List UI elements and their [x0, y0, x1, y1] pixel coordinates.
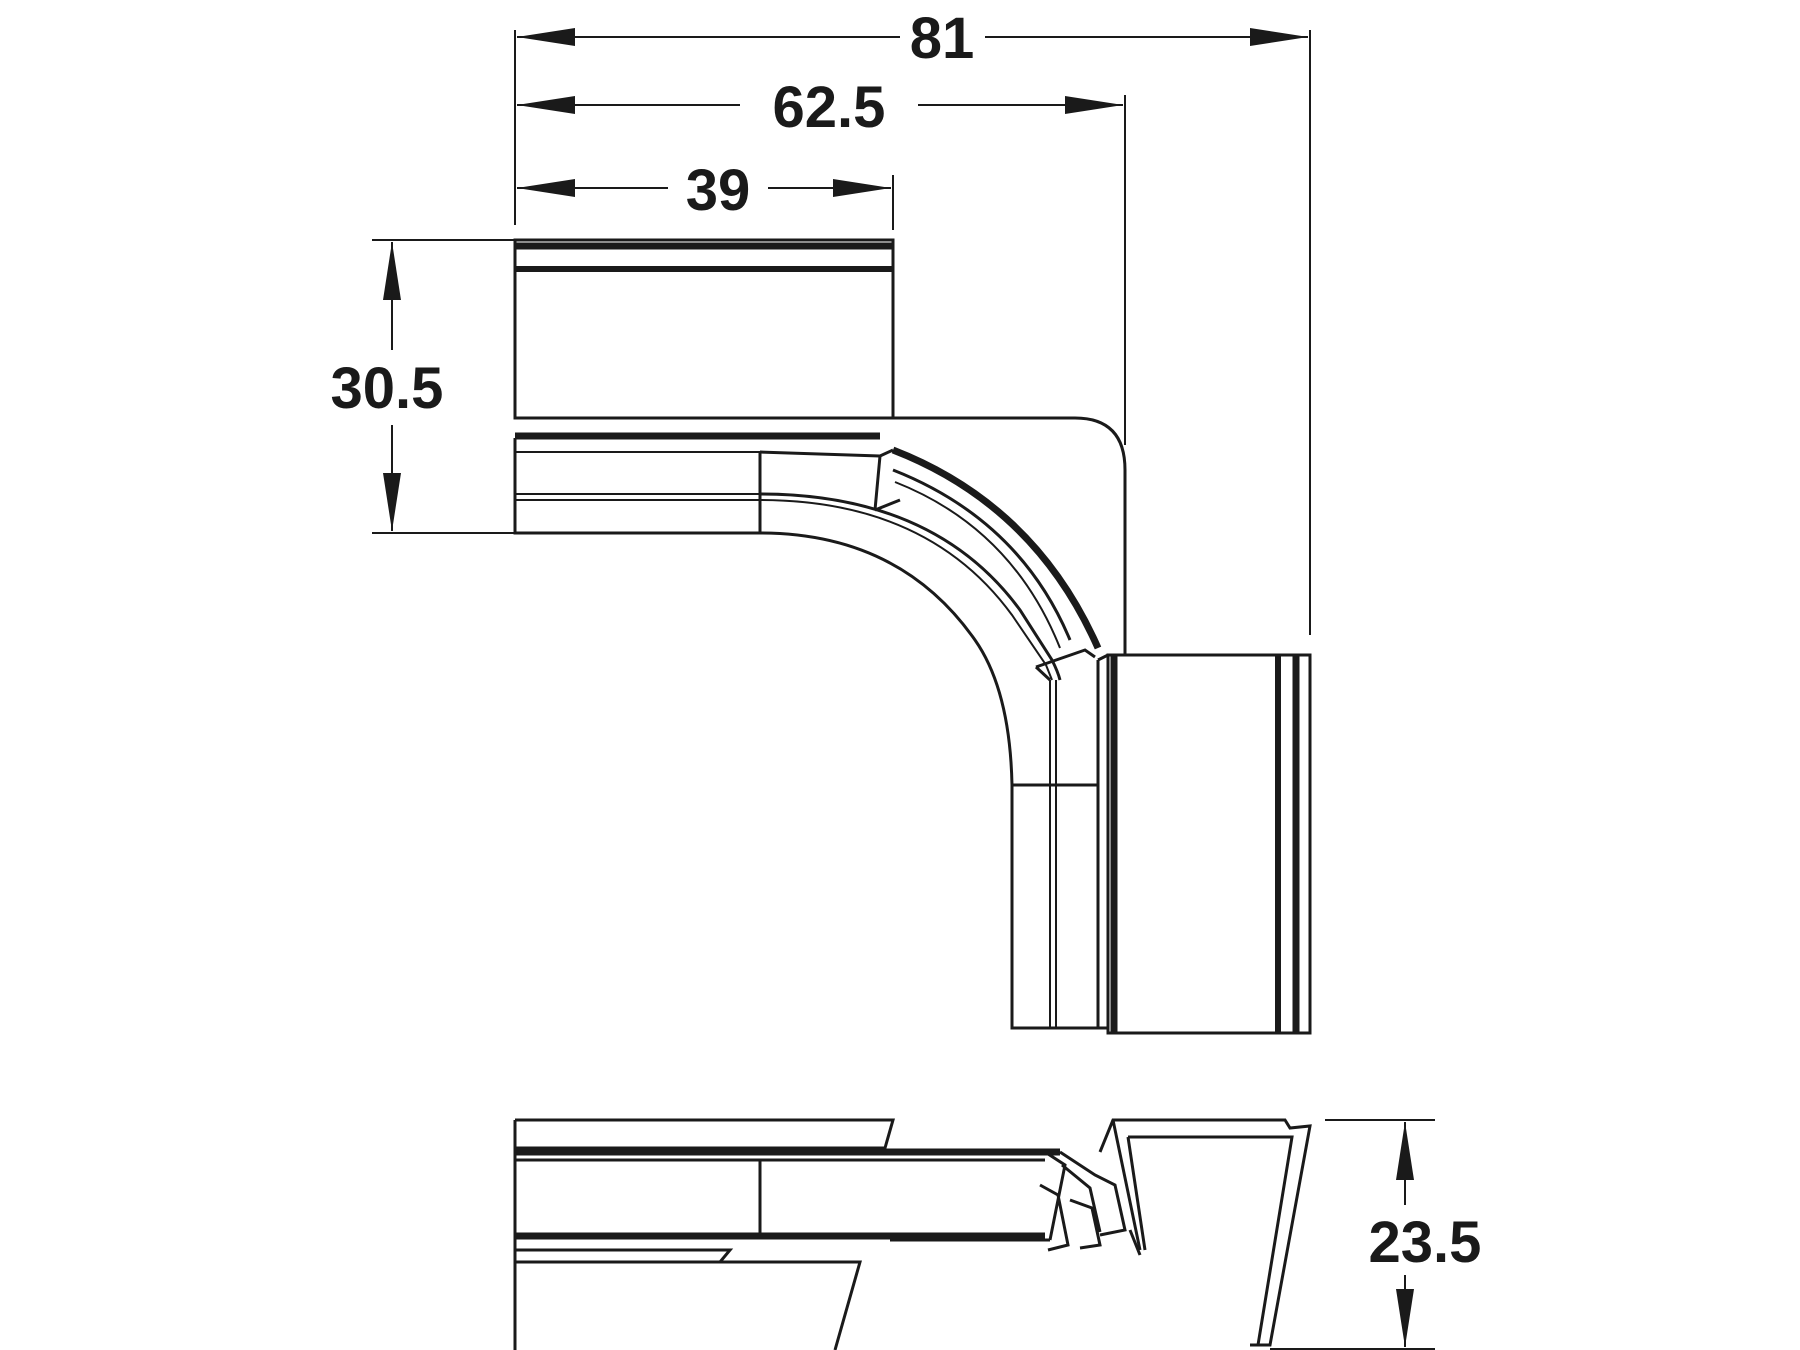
- dimension-height: 23.5: [1270, 1119, 1482, 1350]
- dimension-mid-width: 62.5: [517, 75, 1126, 445]
- dimension-short-width: 39: [517, 158, 894, 230]
- dim-label-30-5: 30.5: [331, 356, 444, 421]
- dim-label-23-5: 23.5: [1369, 1210, 1482, 1275]
- dimension-total-width: 81: [514, 6, 1311, 635]
- dimension-depth: 30.5: [331, 239, 515, 534]
- side-view-profile: [513, 1118, 1312, 1350]
- dim-label-39: 39: [686, 158, 751, 223]
- top-view-corner-connector: [513, 238, 1312, 1035]
- dim-label-81: 81: [910, 6, 975, 71]
- dim-label-62-5: 62.5: [773, 75, 886, 140]
